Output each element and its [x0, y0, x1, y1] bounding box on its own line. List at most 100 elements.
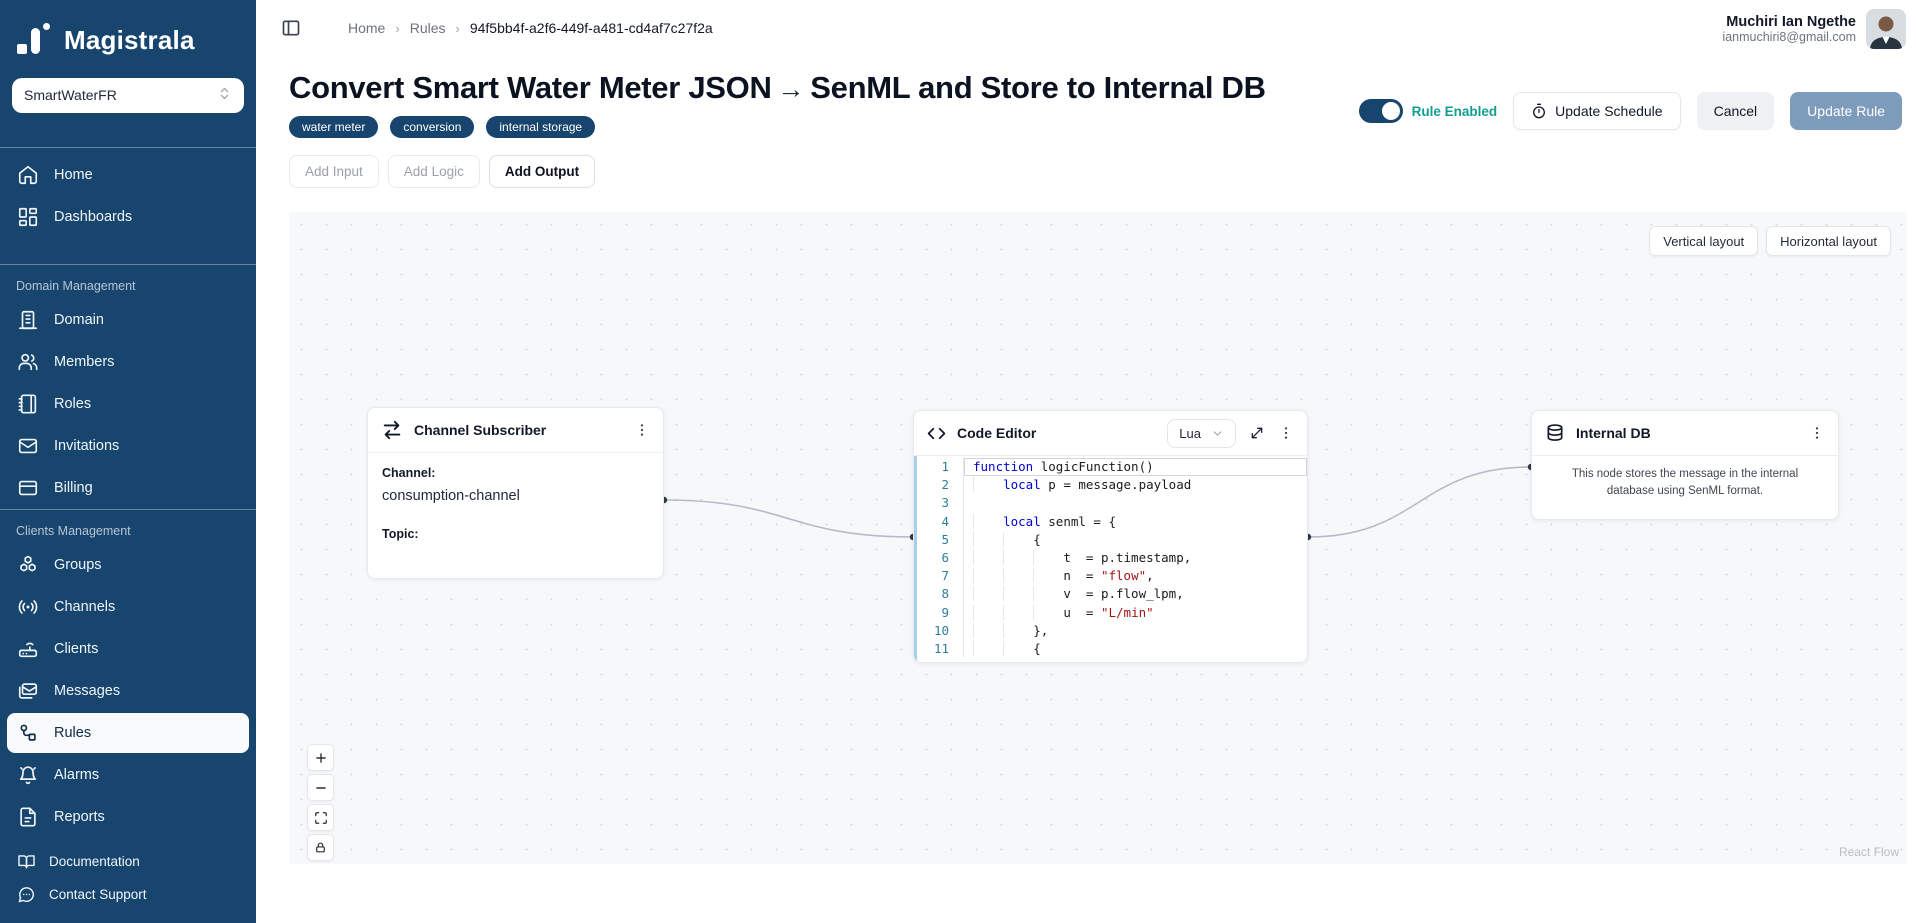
members-icon — [17, 351, 39, 373]
title-arrow: → — [777, 74, 805, 104]
node-title: Internal DB — [1576, 425, 1651, 441]
code-line: 11 { — [917, 640, 1307, 659]
node-internal-db[interactable]: Internal DB This node stores the message… — [1531, 410, 1839, 520]
magistrala-logo-icon — [16, 22, 52, 58]
code-line: 3 — [917, 494, 1307, 513]
code-line: 4 local senml = { — [917, 512, 1307, 531]
language-select[interactable]: Lua — [1167, 418, 1236, 448]
tag: internal storage — [486, 116, 596, 138]
tag: conversion — [390, 116, 475, 138]
code-line: 7 n = "flow", — [917, 567, 1307, 586]
line-number: 1 — [941, 459, 949, 474]
code-editor-controls: Lua — [1167, 418, 1294, 448]
breadcrumb-separator: › — [455, 20, 460, 36]
rule-enabled-toggle[interactable] — [1358, 99, 1403, 123]
sidebar-item-home[interactable]: Home — [7, 155, 249, 195]
sidebar-item-channels[interactable]: Channels — [7, 587, 249, 627]
sidebar-item-contact-support[interactable]: Contact Support — [7, 878, 249, 910]
sidebar-item-domain[interactable]: Domain — [7, 300, 249, 340]
vertical-layout-button[interactable]: Vertical layout — [1649, 226, 1759, 256]
rule-actions: Rule Enabled Update Schedule Cancel Upda… — [1358, 92, 1902, 130]
timer-icon — [1531, 103, 1547, 119]
node-channel-subscriber[interactable]: Channel Subscriber Channel: consumption-… — [367, 407, 664, 579]
kebab-menu-icon[interactable] — [634, 422, 650, 438]
line-number: 2 — [941, 477, 949, 493]
domain-selector[interactable]: SmartWaterFR — [12, 78, 244, 113]
sidebar-item-rules[interactable]: Rules — [7, 713, 249, 754]
documentation-icon — [17, 852, 36, 871]
chevrons-up-down-icon — [217, 86, 232, 104]
sidebar-collapse-icon[interactable] — [278, 15, 304, 41]
billing-icon — [17, 477, 39, 499]
sidebar-item-roles[interactable]: Roles — [7, 384, 249, 424]
rules-icon — [17, 722, 39, 744]
expand-editor-icon[interactable] — [1249, 425, 1265, 441]
logo-text: Magistrala — [64, 24, 195, 55]
page-title: Convert Smart Water Meter JSON→SenML and… — [289, 70, 1266, 105]
sidebar-item-billing[interactable]: Billing — [7, 468, 249, 508]
kebab-menu-icon[interactable] — [1809, 425, 1825, 441]
topbar: Home › Rules › 94f5bb4f-a2f6-449f-a481-c… — [256, 0, 1916, 56]
update-schedule-button[interactable]: Update Schedule — [1513, 92, 1681, 130]
domain-selector-value: SmartWaterFR — [24, 87, 117, 104]
sidebar-item-alarms[interactable]: Alarms — [7, 755, 249, 795]
breadcrumb-rules[interactable]: Rules — [409, 20, 446, 36]
fit-view-icon[interactable] — [307, 804, 334, 831]
react-flow-attribution[interactable]: React Flow — [1838, 845, 1899, 859]
chevron-down-icon — [1211, 427, 1224, 440]
invitations-icon — [17, 435, 39, 457]
sidebar-divider — [0, 509, 256, 511]
code-line: 6 t = p.timestamp, — [917, 549, 1307, 568]
sidebar-item-groups[interactable]: Groups — [7, 545, 249, 585]
node-code-editor[interactable]: Code Editor Lua — [913, 410, 1308, 663]
line-number: 9 — [941, 604, 949, 620]
zoom-in-icon[interactable] — [307, 744, 334, 771]
avatar[interactable] — [1866, 9, 1906, 49]
sidebar-divider — [0, 264, 256, 266]
clients-icon — [17, 638, 39, 660]
sidebar-item-invitations[interactable]: Invitations — [7, 426, 249, 466]
sidebar-item-documentation[interactable]: Documentation — [7, 845, 249, 877]
line-number: 4 — [941, 513, 949, 529]
code-line: 9 u = "L/min" — [917, 603, 1307, 622]
lock-icon[interactable] — [307, 834, 334, 861]
sidebar-item-dashboards[interactable]: Dashboards — [7, 197, 249, 237]
main-area: Home › Rules › 94f5bb4f-a2f6-449f-a481-c… — [256, 0, 1916, 923]
add-output-button[interactable]: Add Output — [488, 155, 596, 188]
line-number: 7 — [941, 568, 949, 584]
code-line: 8 v = p.flow_lpm, — [917, 585, 1307, 604]
tag: water meter — [289, 116, 379, 138]
horizontal-layout-button[interactable]: Horizontal layout — [1766, 226, 1891, 256]
layout-buttons: Vertical layout Horizontal layout — [1649, 226, 1891, 256]
breadcrumb-home[interactable]: Home — [348, 20, 386, 36]
canvas-controls — [307, 744, 334, 861]
cancel-button[interactable]: Cancel — [1696, 92, 1775, 130]
kebab-menu-icon[interactable] — [1278, 425, 1294, 441]
flow-canvas[interactable]: Vertical layout Horizontal layout Channe… — [289, 212, 1907, 864]
line-number: 3 — [941, 495, 949, 511]
add-input-button[interactable]: Add Input — [289, 155, 379, 188]
update-rule-button[interactable]: Update Rule — [1790, 92, 1902, 130]
node-title: Code Editor — [957, 425, 1037, 441]
sidebar-item-reports[interactable]: Reports — [7, 797, 249, 837]
sidebar-section-label: Domain Management — [16, 279, 136, 294]
sidebar-item-members[interactable]: Members — [7, 342, 249, 382]
roles-icon — [17, 393, 39, 415]
user-name: Muchiri Ian Ngethe — [1726, 14, 1856, 30]
add-logic-button[interactable]: Add Logic — [387, 155, 480, 188]
messages-icon — [17, 680, 39, 702]
sidebar-item-messages[interactable]: Messages — [7, 671, 249, 711]
zoom-out-icon[interactable] — [307, 774, 334, 801]
alarms-icon — [17, 764, 39, 786]
code-line: 5 { — [917, 530, 1307, 550]
user-menu[interactable]: Muchiri Ian Ngethe ianmuchiri8@gmail.com — [1722, 9, 1906, 49]
node-header: Channel Subscriber — [368, 408, 663, 453]
sidebar-divider — [0, 147, 256, 149]
logo: Magistrala — [0, 0, 256, 68]
sidebar-item-clients[interactable]: Clients — [7, 629, 249, 669]
node-header: Internal DB — [1532, 411, 1838, 456]
